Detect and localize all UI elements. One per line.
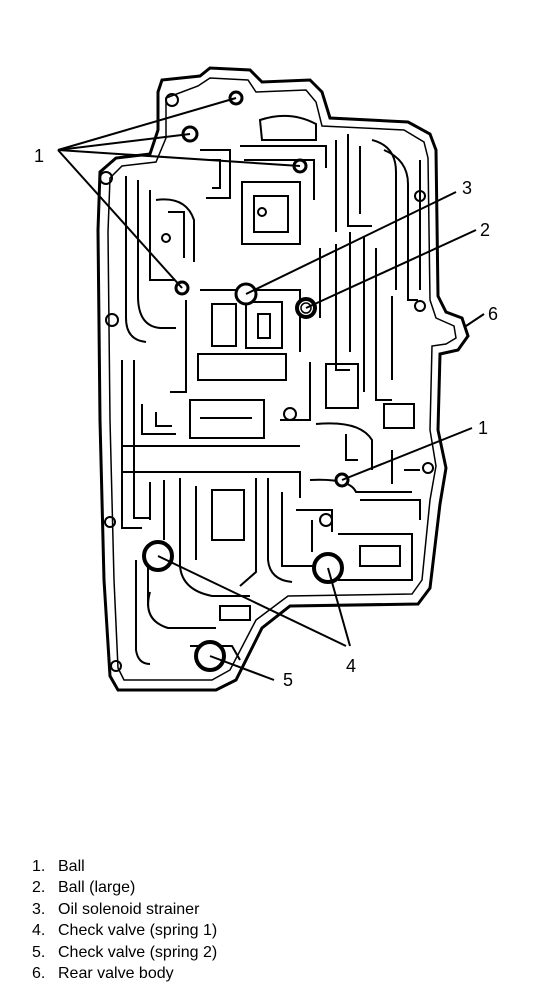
legend-number: 1. xyxy=(32,858,46,875)
legend-text: Check valve (spring 2) xyxy=(58,943,218,961)
callout-2: 2 xyxy=(480,220,490,240)
legend-text: Oil solenoid strainer xyxy=(58,900,200,918)
legend-item: 4. Check valve (spring 1) xyxy=(32,920,217,941)
legend-number: 3. xyxy=(32,900,46,918)
valve-body-inner-outline xyxy=(107,77,457,681)
callout-3: 3 xyxy=(462,178,472,198)
legend-text: Check valve (spring 1) xyxy=(58,922,218,940)
fluid-passages xyxy=(121,114,421,665)
legend-number: 6. xyxy=(32,964,46,982)
legend-item: 2. Ball (large) xyxy=(32,877,217,898)
valve-body-diagram: 1 3 2 6 1 4 5 xyxy=(34,66,498,692)
legend-text: Ball (large) xyxy=(58,879,136,897)
callout-1-right: 1 xyxy=(478,418,488,438)
legend-item: 1. Ball xyxy=(32,856,217,877)
leader-lines xyxy=(57,97,485,681)
callout-6: 6 xyxy=(488,304,498,324)
locating-holes xyxy=(99,93,434,672)
legend-item: 6. Rear valve body xyxy=(32,963,217,984)
legend-number: 2. xyxy=(32,879,46,897)
legend-item: 3. Oil solenoid strainer xyxy=(32,899,217,920)
legend-list: 1. Ball 2. Ball (large) 3. Oil solenoid str… xyxy=(32,856,217,984)
callout-4: 4 xyxy=(346,656,356,676)
legend-text: Rear valve body xyxy=(58,964,174,982)
legend-number: 5. xyxy=(32,943,46,961)
legend-item: 5. Check valve (spring 2) xyxy=(32,942,217,963)
legend-text: Ball xyxy=(58,858,85,875)
callout-1-top: 1 xyxy=(34,146,44,166)
valve-body-outline xyxy=(96,66,470,692)
legend-number: 4. xyxy=(32,922,46,940)
callout-5: 5 xyxy=(283,670,293,690)
